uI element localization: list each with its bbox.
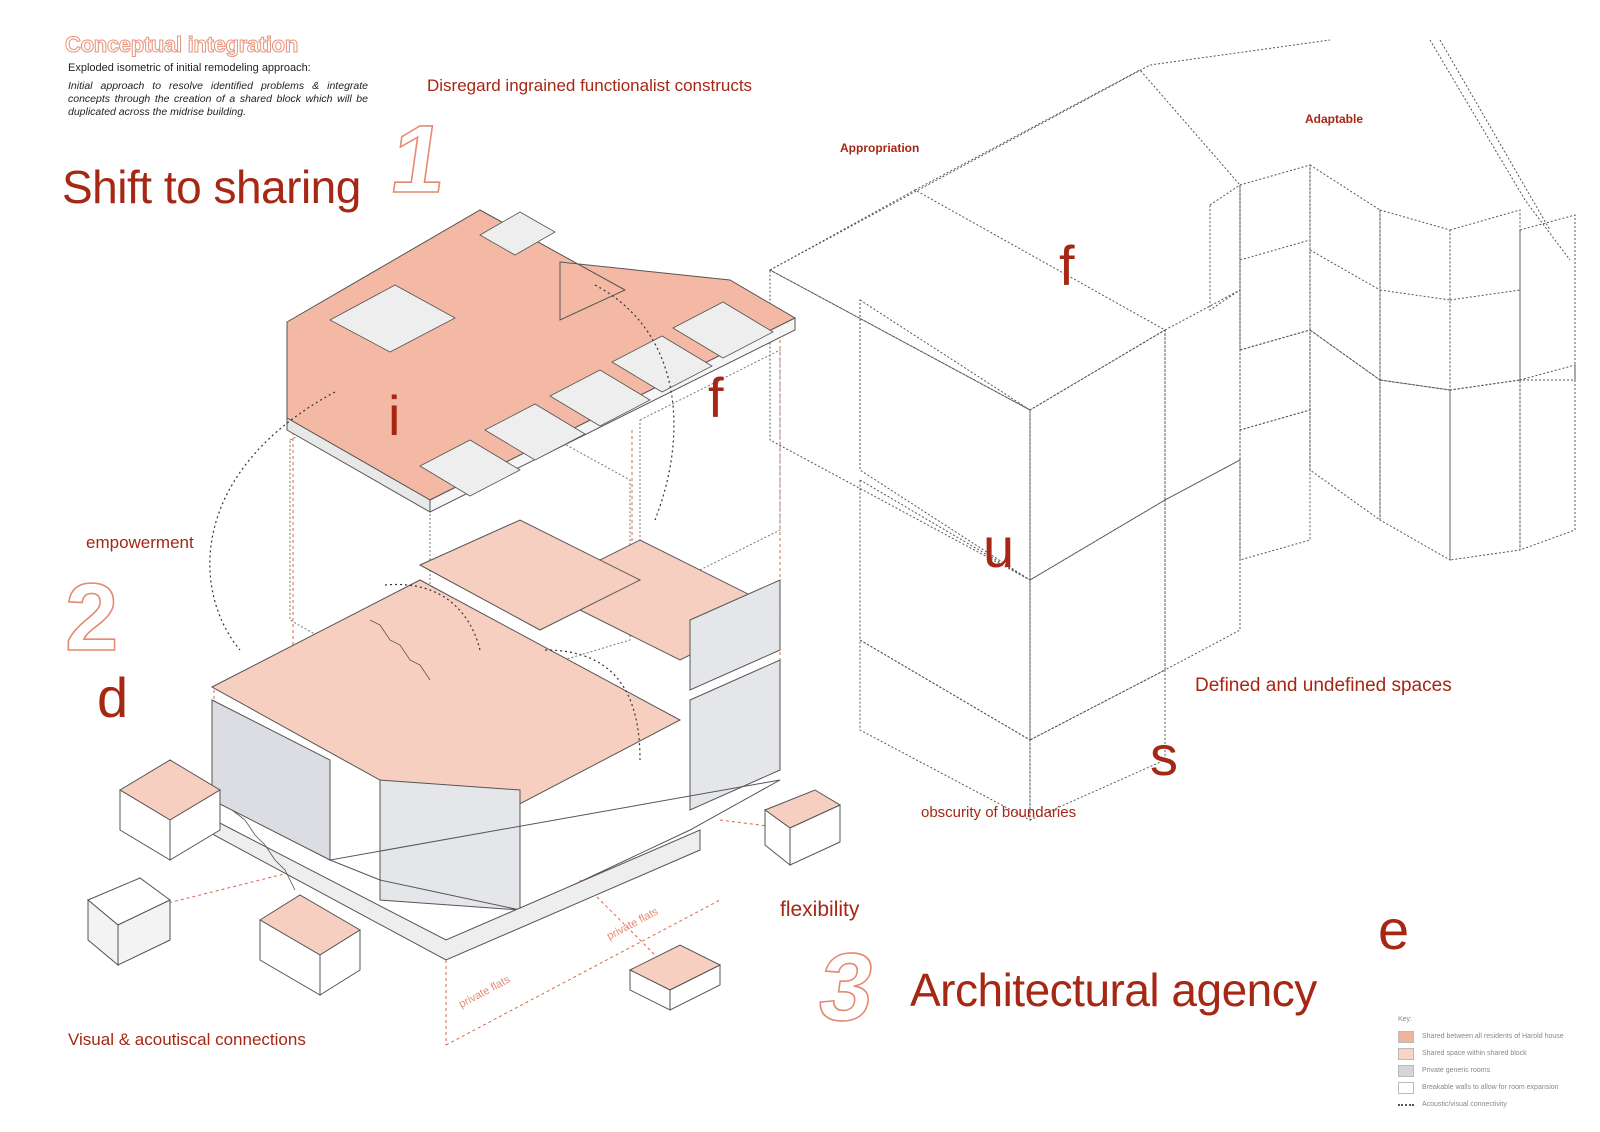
- theme-two-number: 2: [64, 564, 119, 671]
- legend-key-label: Key:: [1398, 1016, 1413, 1023]
- legend: Key: Shared between all residents of Har…: [1398, 1016, 1578, 1113]
- page-title: Conceptual integration: [65, 32, 299, 58]
- annotation-empowerment: empowerment: [86, 533, 194, 552]
- annotation-defined-spaces: Defined and undefined spaces: [1195, 675, 1452, 696]
- annotation-appropriation: Appropriation: [840, 141, 920, 155]
- legend-item-label: Shared space within shared block: [1422, 1050, 1527, 1057]
- legend-swatch-shared-block: [1398, 1047, 1414, 1060]
- midrise-building-wireframe: [768, 39, 1576, 821]
- theme-three-heading: Architectural agency: [910, 964, 1317, 1016]
- legend-item-label: Shared between all residents of Harold h…: [1422, 1033, 1564, 1040]
- letter-e: e: [1378, 898, 1410, 961]
- letter-i: i: [388, 384, 401, 447]
- legend-item-label: Breakable walls to allow for room expans…: [1422, 1084, 1559, 1091]
- page-subtitle: Exploded isometric of initial remodeling…: [68, 62, 311, 74]
- legend-dotted-line-icon: [1398, 1103, 1414, 1106]
- legend-item-label: Acoustic/visual connectivity: [1422, 1101, 1507, 1108]
- letter-u: u: [983, 516, 1015, 579]
- legend-item: Shared space within shared block: [1398, 1045, 1578, 1062]
- annotation-obscurity: obscurity of boundaries: [921, 804, 1077, 821]
- annotation-disregard: Disregard ingrained functionalist constr…: [427, 76, 753, 95]
- annotation-flexibility: flexibility: [780, 898, 860, 921]
- legend-swatch-private: [1398, 1064, 1414, 1077]
- annotation-visual-connections: Visual & acoutiscal connections: [68, 1030, 306, 1049]
- legend-item-label: Private generic rooms: [1422, 1067, 1491, 1074]
- letter-s: s: [1150, 724, 1178, 787]
- legend-item: Breakable walls to allow for room expans…: [1398, 1079, 1578, 1096]
- legend-swatch-breakable: [1398, 1081, 1414, 1094]
- legend-swatch-shared-all: [1398, 1030, 1414, 1043]
- legend-item: Acoustic/visual connectivity: [1398, 1096, 1578, 1113]
- letter-f-upper: f: [1059, 234, 1075, 297]
- letter-d: d: [97, 666, 129, 729]
- theme-one-heading: Shift to sharing: [62, 161, 361, 213]
- annotation-adaptable: Adaptable: [1305, 112, 1364, 126]
- exploded-shared-block: [87, 209, 842, 1046]
- legend-item: Shared between all residents of Harold h…: [1398, 1028, 1578, 1045]
- letter-f-lower: f: [708, 366, 724, 429]
- legend-item: Private generic rooms: [1398, 1062, 1578, 1079]
- page-description: Initial approach to resolve identified p…: [68, 80, 368, 118]
